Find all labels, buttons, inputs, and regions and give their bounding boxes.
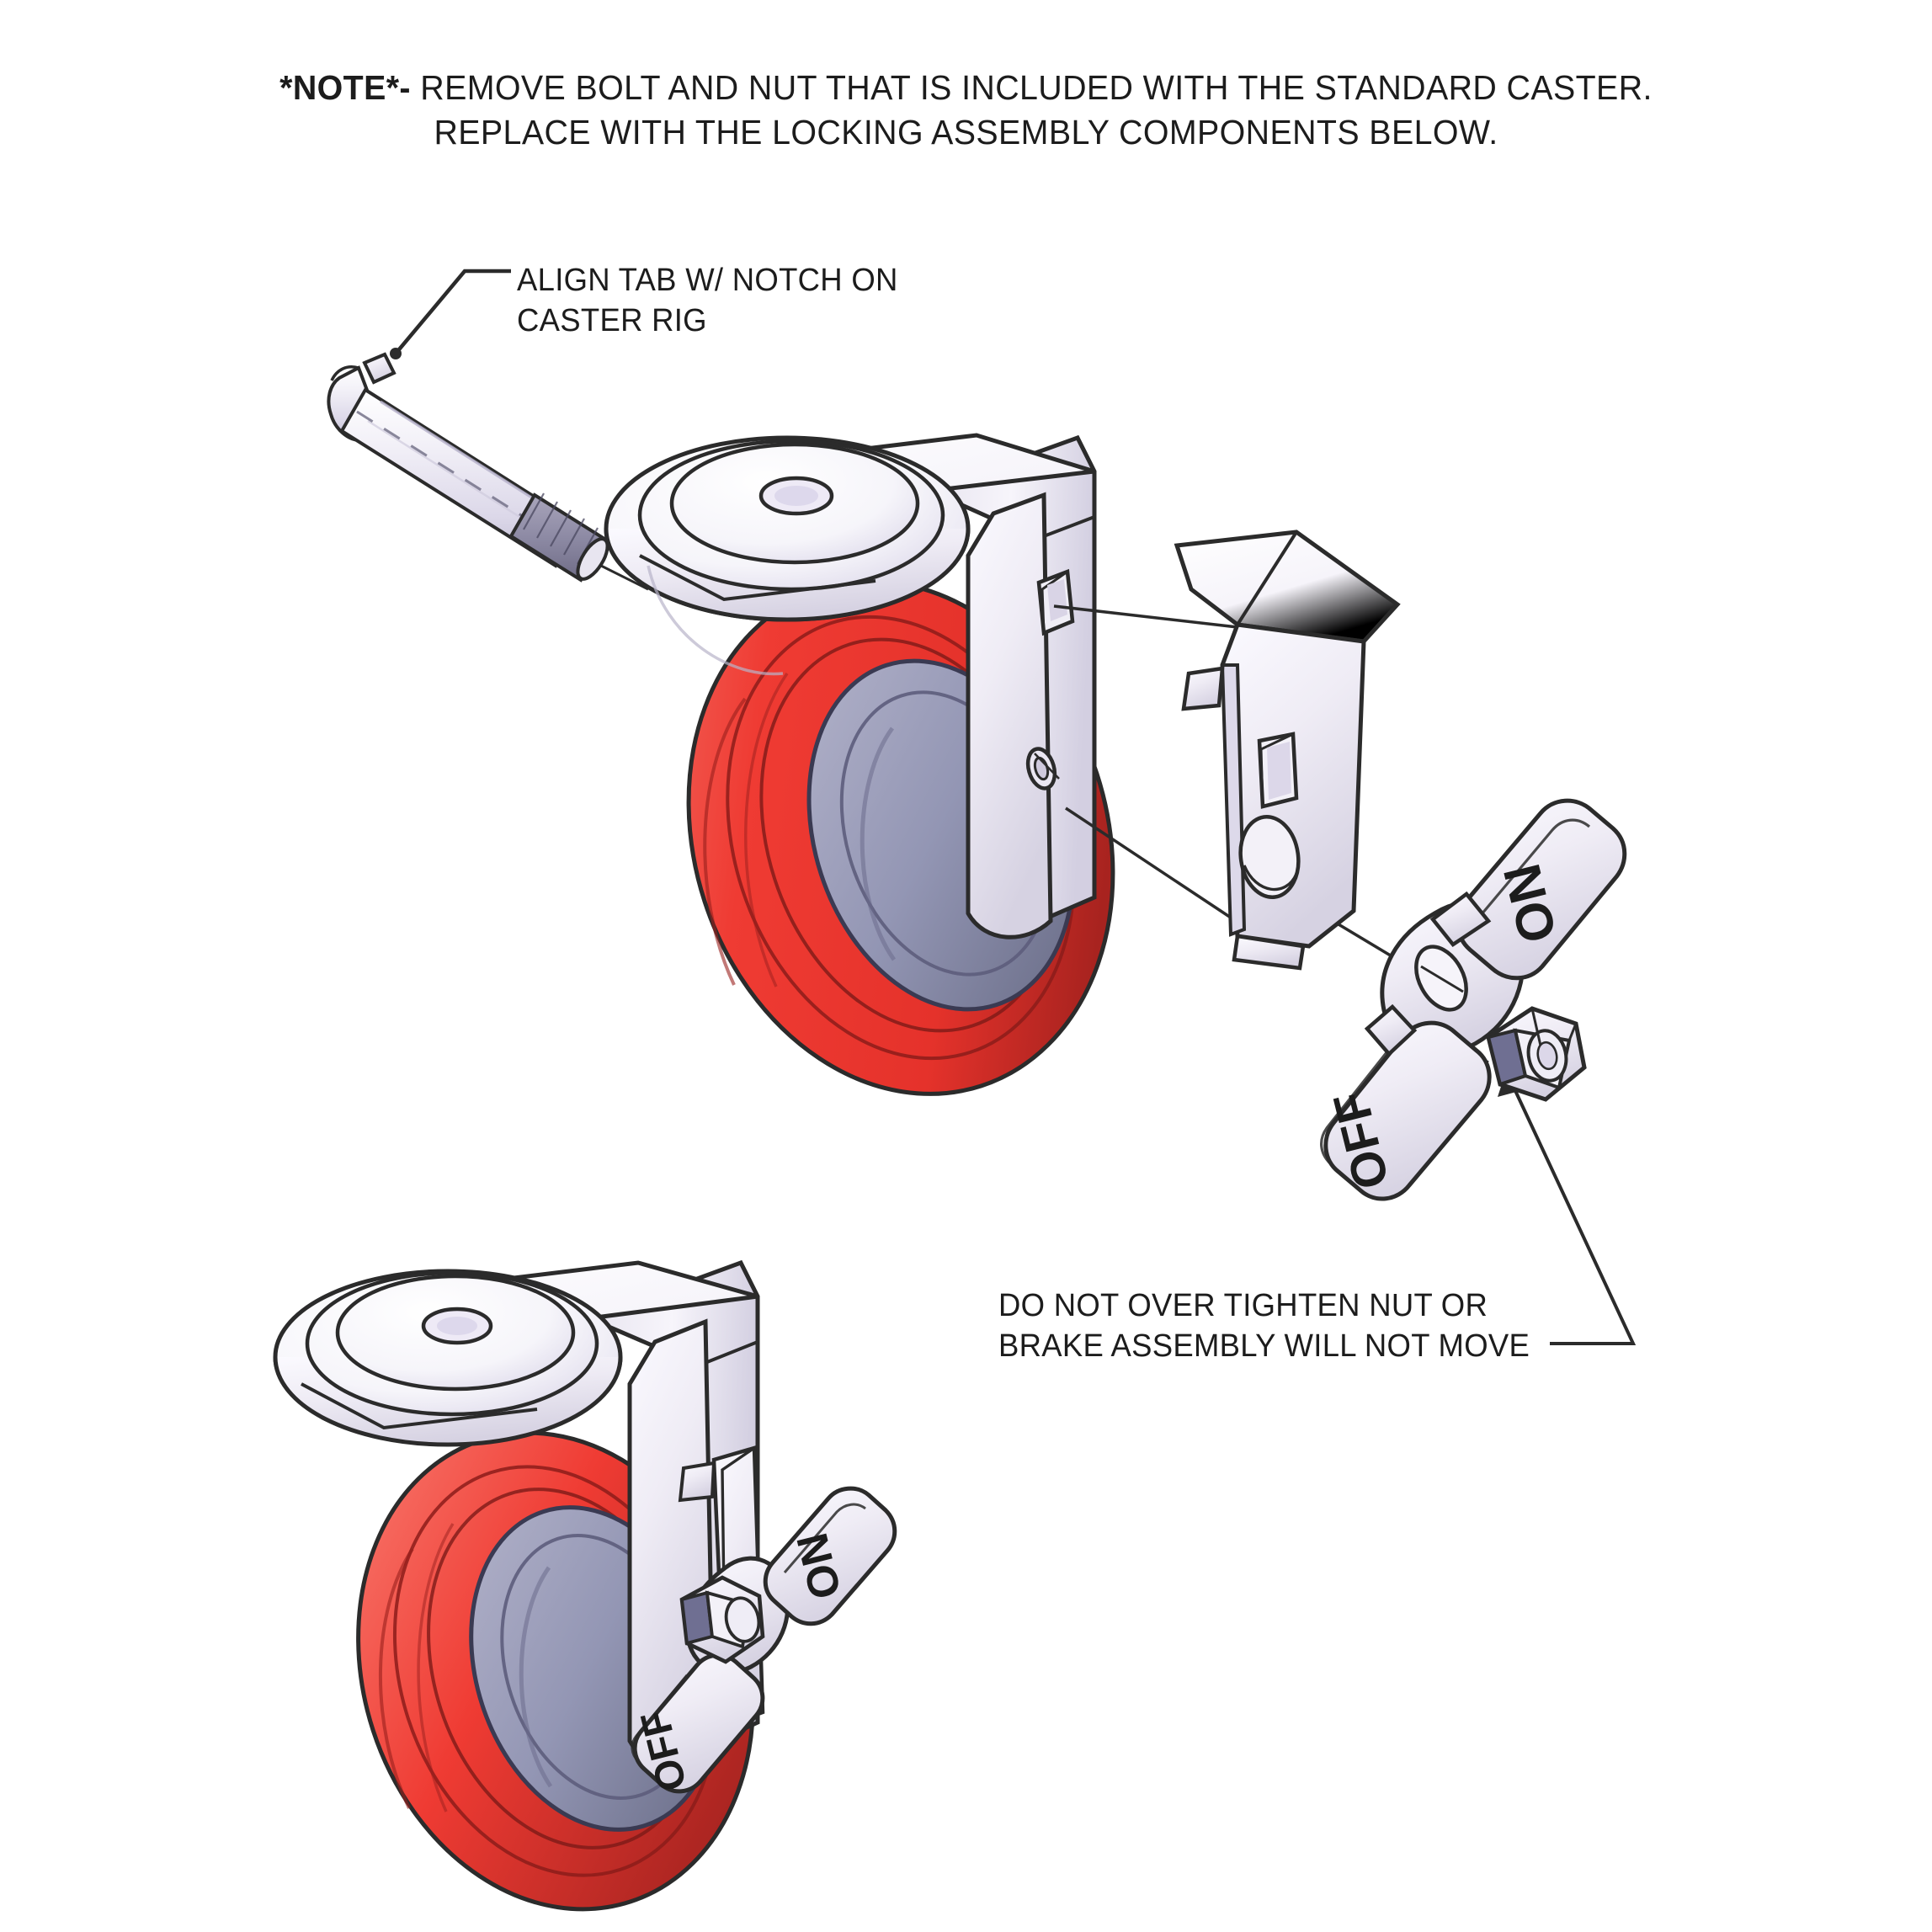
lever-paddle-on[interactable]: ON — [1456, 798, 1627, 981]
note-line-2: REPLACE WITH THE LOCKING ASSEMBLY COMPON… — [434, 113, 1498, 152]
axle-bolt — [327, 352, 649, 591]
assembled-lever-paddle-off[interactable]: OFF — [631, 1653, 765, 1796]
assembled-hex-nut — [679, 1575, 765, 1664]
callout-warning-line-2: BRAKE ASSEMBLY WILL NOT MOVE — [998, 1328, 1530, 1364]
on-off-lever[interactable]: ON OFF — [1320, 798, 1627, 1201]
assembled-lever-paddle-on[interactable]: ON — [763, 1486, 897, 1626]
caster-wheel-rig-exploded — [604, 433, 1115, 1096]
note-line-1-text: REMOVE BOLT AND NUT THAT IS INCLUDED WIT… — [410, 68, 1653, 107]
callout-warning-line-1: DO NOT OVER TIGHTEN NUT OR — [998, 1288, 1488, 1323]
note-prefix: *NOTE*- — [279, 68, 411, 107]
brake-bracket — [1174, 530, 1401, 971]
hex-nut — [1486, 1006, 1587, 1102]
callout-align-tab-line-2: CASTER RIG — [517, 302, 707, 338]
callout-warning: DO NOT OVER TIGHTEN NUT OR BRAKE ASSEMBL… — [998, 1286, 1530, 1367]
leader-line-align-tab — [390, 269, 511, 359]
callout-align-tab-line-1: ALIGN TAB W/ NOTCH ON — [517, 263, 898, 298]
leader-line-warning — [1498, 1070, 1637, 1345]
caster-wheel-rig-assembled: ON OFF — [273, 1259, 897, 1912]
callout-align-tab: ALIGN TAB W/ NOTCH ON CASTER RIG — [517, 261, 898, 342]
lever-paddle-off[interactable]: OFF — [1320, 1020, 1492, 1201]
note-header: *NOTE*- REMOVE BOLT AND NUT THAT IS INCL… — [0, 66, 1932, 156]
note-line-1: *NOTE*- REMOVE BOLT AND NUT THAT IS INCL… — [39, 66, 1893, 110]
